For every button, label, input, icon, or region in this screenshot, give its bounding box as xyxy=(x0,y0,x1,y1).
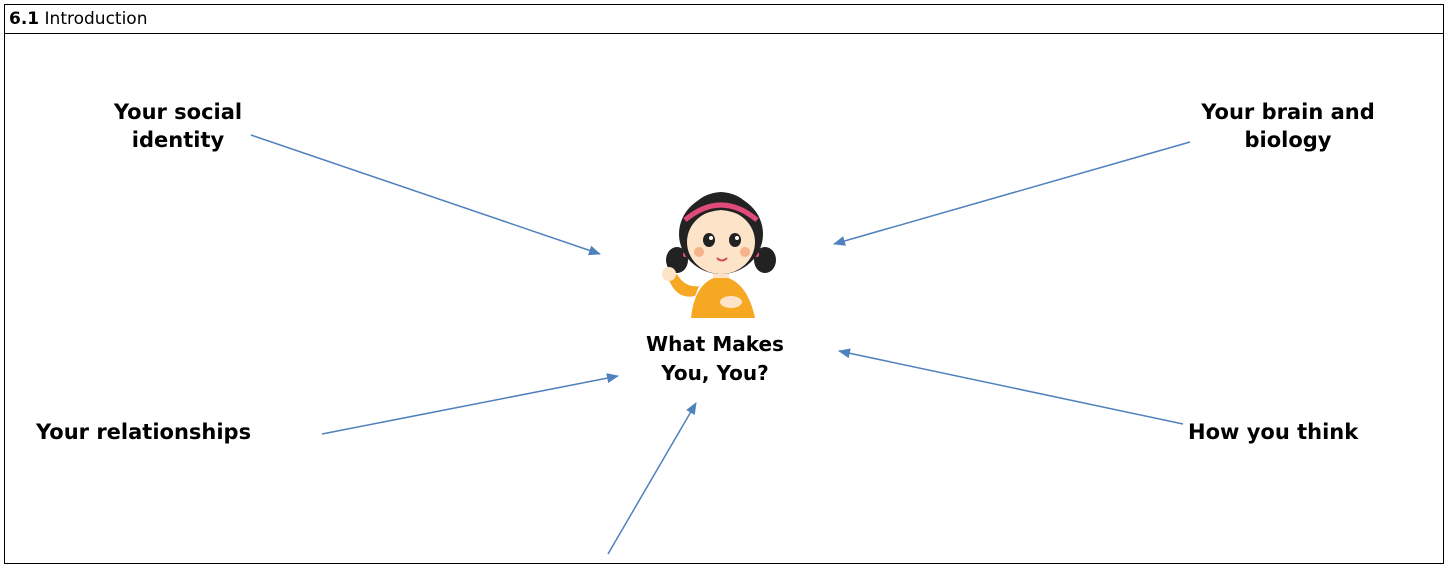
section-number: 6.1 xyxy=(9,9,40,29)
center-title-line2: You, You? xyxy=(661,361,769,385)
node-relationships: Your relationships xyxy=(36,420,252,444)
node-brain-biology: Your brain and biology xyxy=(1168,98,1408,154)
node-brain-biology-line2: biology xyxy=(1244,128,1332,152)
section-header: 6.1 Introduction xyxy=(4,4,1444,34)
node-social-identity: Your social identity xyxy=(78,98,278,154)
node-brain-biology-line1: Your brain and xyxy=(1201,100,1375,124)
arrow-brain-biology xyxy=(833,141,1191,246)
arrow-bottom xyxy=(607,402,697,555)
center-title-line1: What Makes xyxy=(646,332,784,356)
arrow-social-identity xyxy=(250,134,601,256)
section-title: Introduction xyxy=(44,9,148,29)
node-social-identity-line1: Your social xyxy=(113,100,243,124)
arrow-relationships xyxy=(321,373,619,435)
node-how-you-think: How you think xyxy=(1188,420,1359,444)
center-title: What Makes You, You? xyxy=(600,330,830,388)
girl-illustration-icon xyxy=(662,192,776,318)
arrow-how-you-think xyxy=(838,348,1184,425)
node-social-identity-line2: identity xyxy=(131,128,225,152)
